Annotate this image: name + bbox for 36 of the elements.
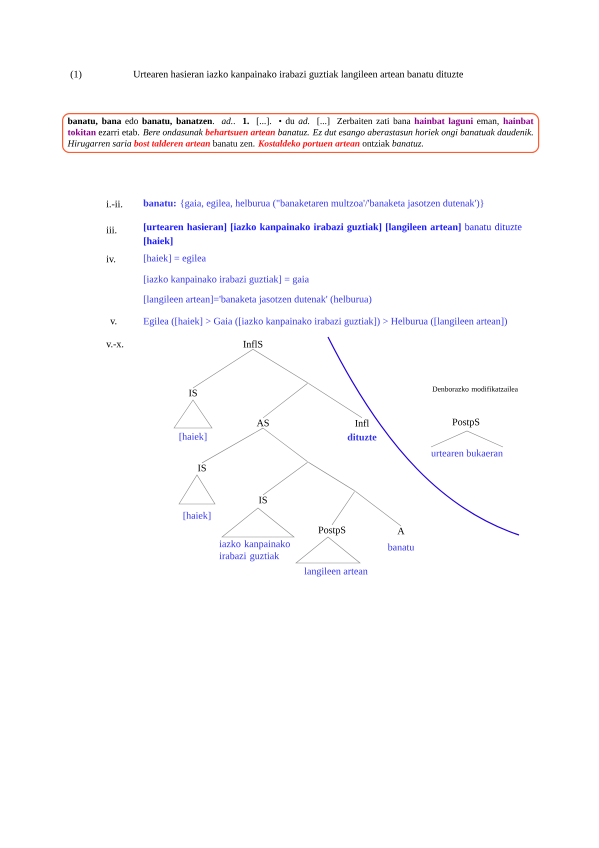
example-number: (1) [70,70,82,80]
item-number: iii. [106,226,116,234]
item-text: [langileen artean]='banaketa jasotzen dutenak' (helburua) [144,295,372,305]
tree-label: IS [198,464,206,472]
tree-branch [332,491,355,526]
definition-box: banatu, bana edo banatu, banatzen. ad.. 1. [...]. • du ad. [...] Zerbaiten zati bana hainbat laguni eman, hainbat tokitan ezarri etab. Bere ondasunak behartsuen artean banatuz. Ez dut esango aberastasun horiek ongi banatuak daudenik. Hirugarren saria bost talderen artean banatu zen. Kostaldeko portuen artean ontziak banatuz. [62,113,540,154]
leaf-text: banatu [388,543,414,551]
leaf-text: dituzte [348,433,376,441]
tree-branch [308,383,362,418]
tree-label: IS [258,496,267,504]
tree-branch [355,491,402,526]
tree-branch [262,462,308,496]
tree-label: AS [256,420,269,426]
tree-branch [252,348,308,383]
tree-branch [262,383,308,418]
example-sentence: Urtearen hasieran iazko kanpainako irabazi guztiak langileen artean banatu dituzte [133,70,464,80]
tree-label: InflS [243,340,262,348]
tree-label: IS [188,390,197,396]
tree-branch [192,348,254,388]
item-number: v.-x. [106,342,124,348]
item-number: v. [110,320,116,324]
item-text: [iazko kanpainako irabazi guztiak] = gaia [144,275,309,285]
item-number: iv. [106,256,116,262]
tree-label: PostpS [452,418,480,428]
item-text: Egilea ([haiek] > Gaia ([iazko kanpainako irabazi guztiak]) > Helburua ([langileen artean]) [143,317,507,327]
tree-label: A [397,528,405,534]
tree-branch [202,428,264,464]
tree-label: PostpS [318,526,346,536]
tree-branch [262,428,308,462]
item-text: [haiek] = egilea [144,254,206,264]
collapsed-constituent: urtearen bukaeran [430,430,504,457]
item-text: [urtearen hasieran] [iazko kanpainako irabazi guztiak] [langileen artean] banatu dituzte [haiek] [144,223,522,246]
tree-branch [308,462,355,491]
item-number: i.-ii. [106,200,122,208]
tree-label: Infl [355,419,369,427]
item-text: banatu: {gaia, egilea, helburua ("banaketaren multzoa'/'banaketa jasotzen dutenak')} [143,199,484,209]
